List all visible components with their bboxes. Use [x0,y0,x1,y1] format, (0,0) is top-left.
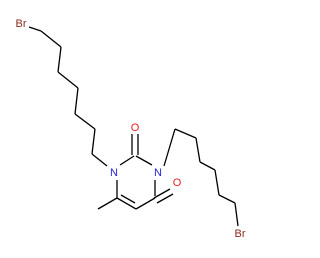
bond-c-c [57,71,79,89]
bond-c4-o4-second [156,193,174,204]
nitrogen-atom-n3: N [154,167,162,179]
bond-c-c [174,128,197,139]
bond-c2-n3 [135,155,153,166]
bond-c5-c6 [116,197,137,210]
lower-hexyl-chain [163,128,239,227]
oxygen-atom-o2: O [131,122,140,134]
bond-c-c [199,161,216,171]
upper-hexyl-chain [28,26,108,167]
bond-n1-c2 [119,155,135,166]
bond-c-c [91,128,96,155]
bond-c6-methyl [97,197,118,210]
bond-c4-c5 [135,197,156,210]
bond-c-c [57,46,62,73]
bond-c-br [234,202,239,227]
bond-br-c [28,26,42,32]
bromine-atom-top: Br [16,18,27,30]
bond-c-c [74,87,79,115]
molecule-canvas: Br N O N O Br [15,18,246,240]
bond-c-c [218,194,236,204]
bond-c-c [40,30,62,48]
bond-c-c [214,169,220,196]
bond-c4-o4 [153,188,171,199]
atom-labels: Br N O N O Br [16,18,246,240]
bromine-atom-bottom: Br [235,228,246,240]
oxygen-atom-o4: O [173,177,182,189]
bond-c-c [74,113,96,130]
bond-c5-c6-second [120,194,136,204]
molecule-structure: Br N O N O Br [16,18,246,240]
bond-c-c [195,137,201,163]
bond-c-n1 [91,153,108,167]
nitrogen-atom-n1: N [110,167,118,179]
pyrimidine-ring [97,134,174,210]
bond-n3-c [163,128,176,167]
